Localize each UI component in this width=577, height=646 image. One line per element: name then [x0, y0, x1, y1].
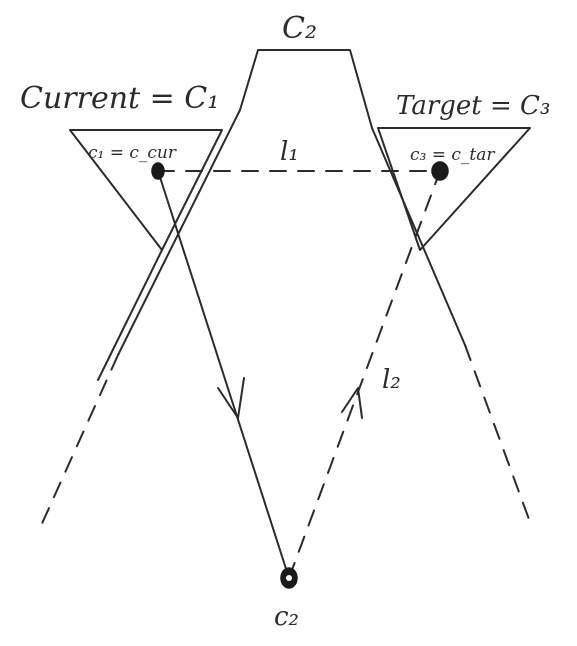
- left-cone-dashed-edge: [39, 354, 119, 529]
- label-c3-point: c₃ = c_tar: [410, 145, 495, 165]
- point-c3: [431, 161, 449, 181]
- top-region-outline: [239, 49, 373, 129]
- path-c1-to-c2: [157, 170, 290, 579]
- left-triangle-extension: [97, 249, 163, 381]
- left-cone-solid-edge: [117, 109, 241, 356]
- label-target-region: Target = C₃: [396, 91, 550, 121]
- label-top-region: C₂: [282, 11, 317, 46]
- point-c2-center: [286, 575, 292, 581]
- label-c2-point: c₂: [274, 602, 299, 632]
- label-line-l1: l₁: [280, 137, 299, 167]
- label-line-l2: l₂: [382, 365, 401, 395]
- arrow-down-head: [217, 377, 245, 419]
- right-cone-solid-edge: [371, 127, 466, 346]
- current-region-triangle: [69, 129, 223, 251]
- point-c1: [151, 162, 165, 180]
- arrow-up-head: [341, 387, 363, 419]
- label-current-region: Current = C₁: [20, 81, 219, 116]
- right-cone-dashed-edge: [464, 344, 531, 523]
- label-c1-point: c₁ = c_cur: [88, 143, 177, 163]
- line-l2: [288, 170, 441, 579]
